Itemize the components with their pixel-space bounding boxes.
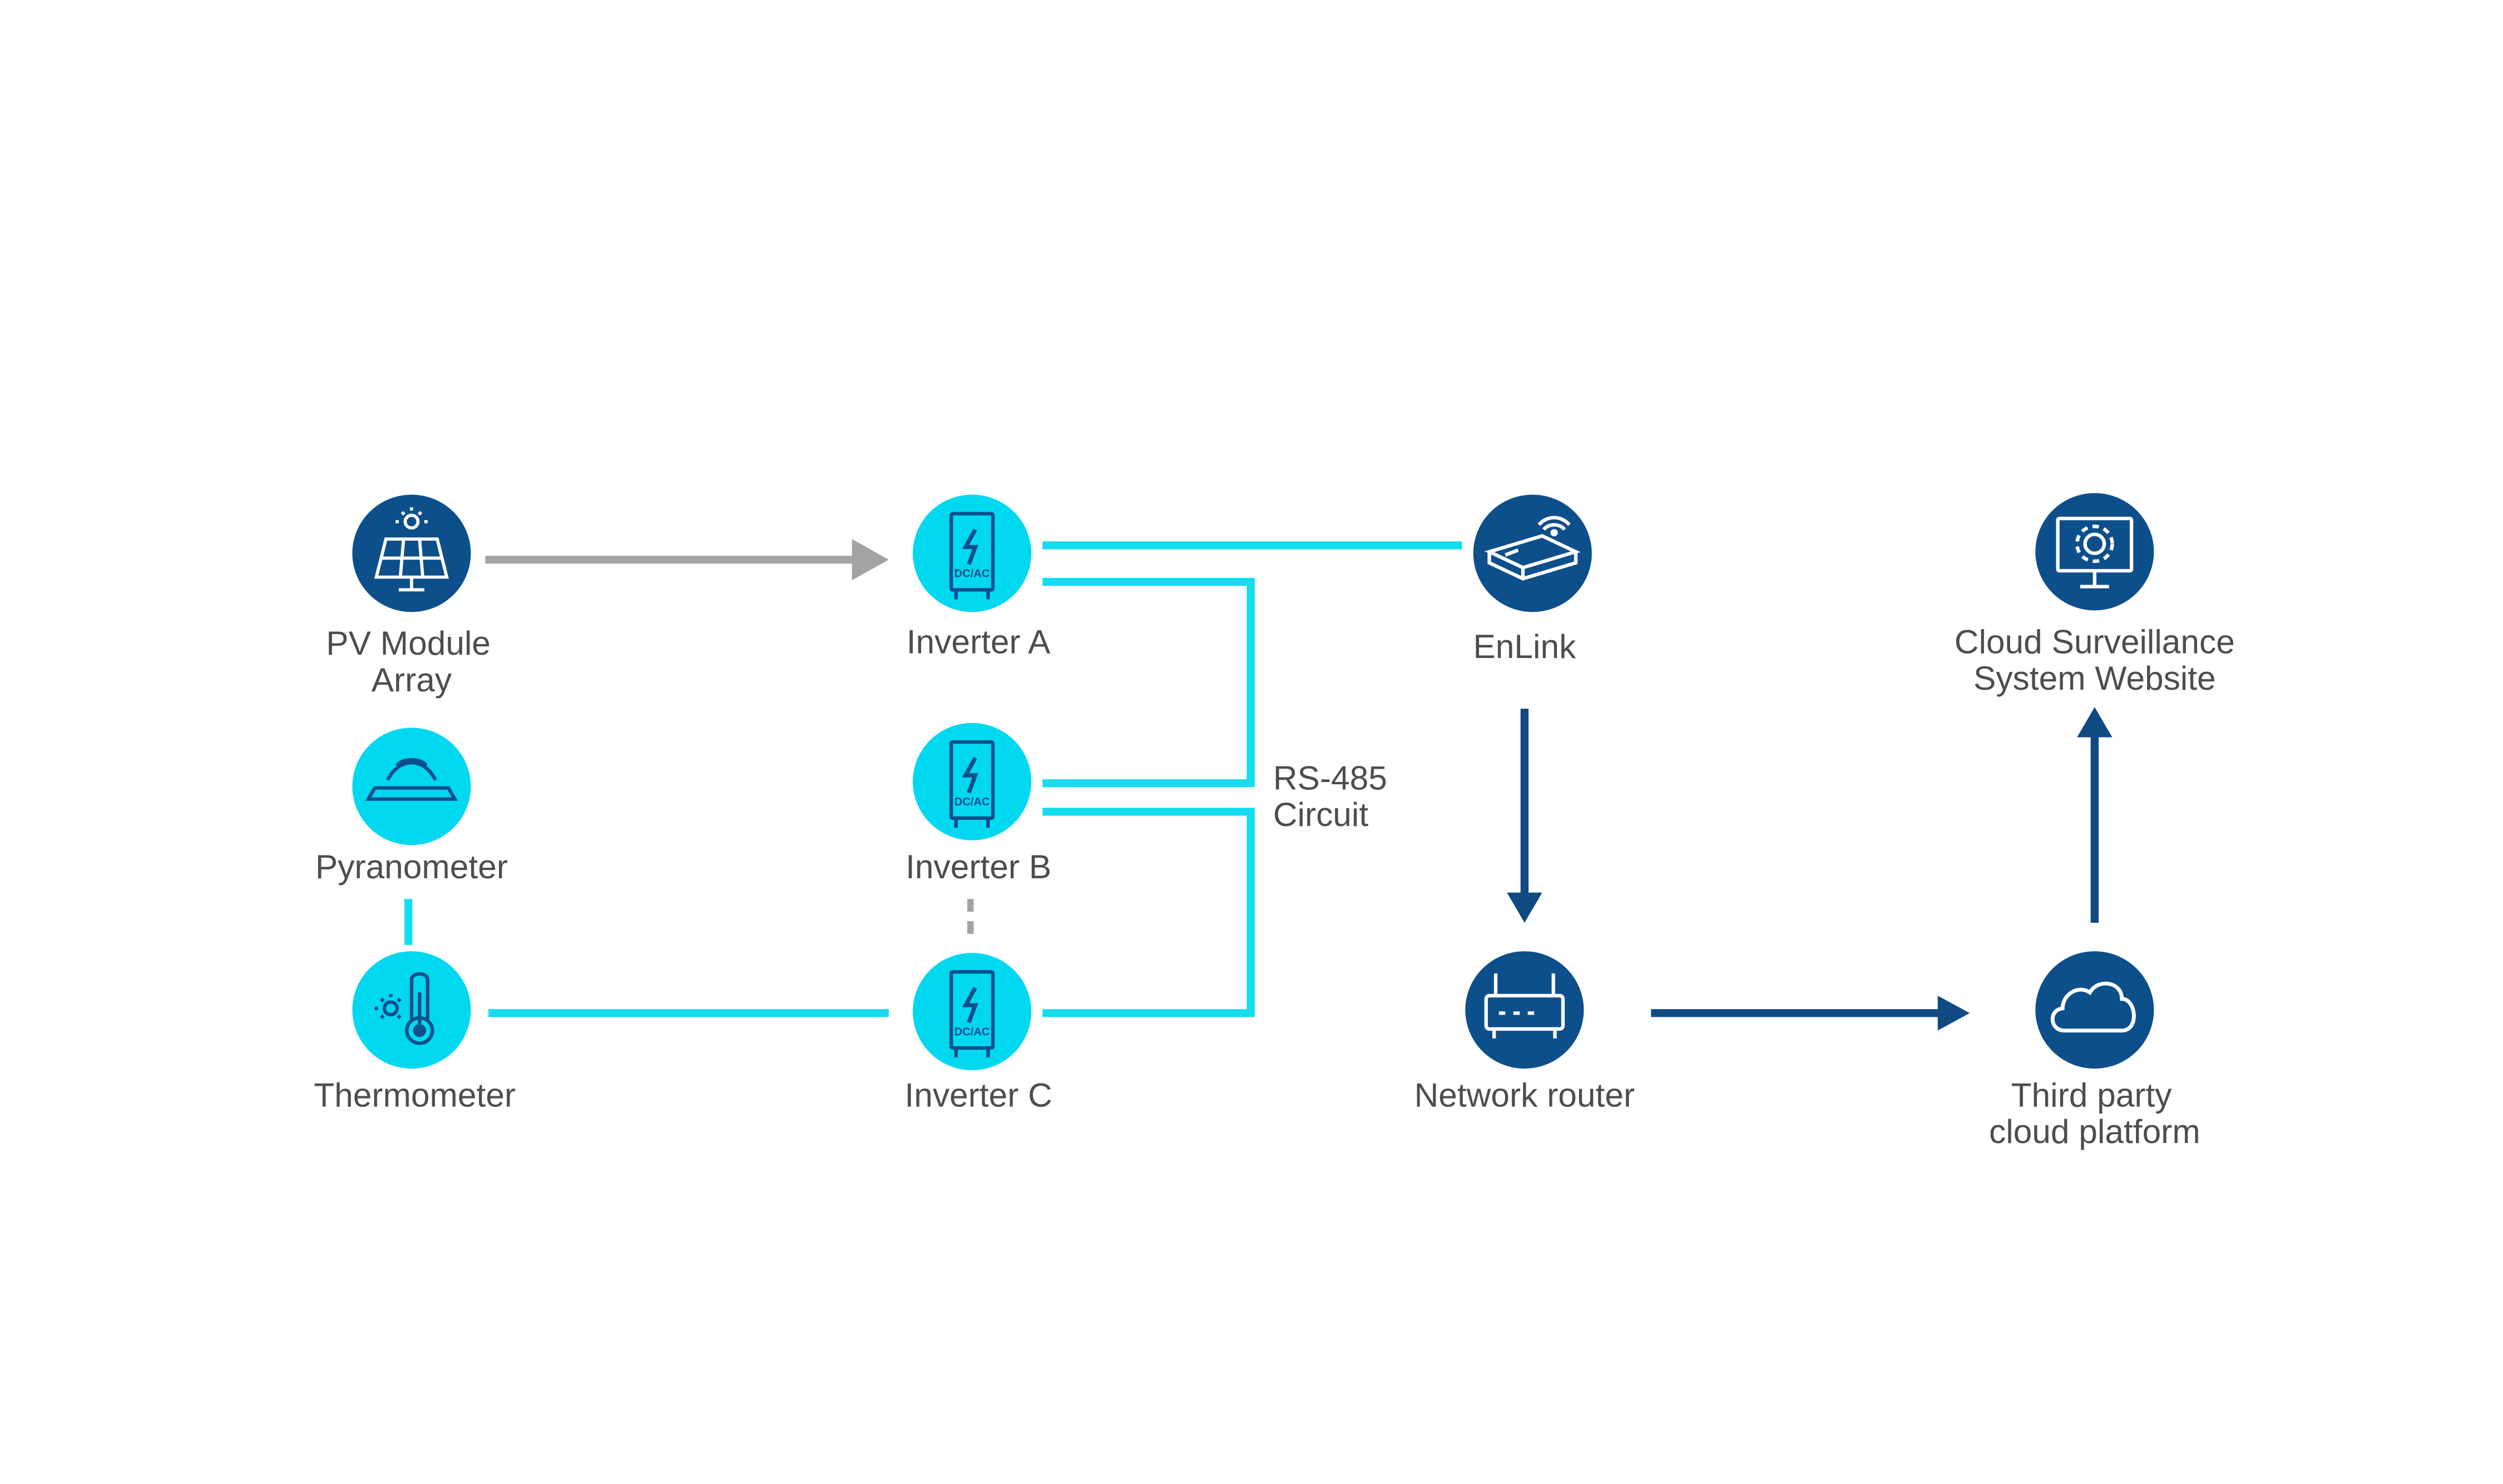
rs485-bus-lines [1042, 577, 1255, 1017]
thermometer-label: Thermometer [314, 1077, 516, 1114]
network-router-label: Network router [1414, 1077, 1635, 1114]
website-node [2035, 493, 2154, 611]
inverter-icon: DC/AC [949, 970, 995, 1058]
inverter-icon: DC/AC [949, 740, 995, 828]
pv-label-line2: Array [372, 661, 452, 699]
inverter-c-badge: DC/AC [954, 1026, 990, 1038]
pyranometer-node [352, 728, 471, 845]
cloud-to-website-arrow [2077, 707, 2113, 923]
thermometer-icon [374, 972, 434, 1045]
inverter-b-node: DC/AC [913, 723, 1032, 840]
inverter-c-label: Inverter C [904, 1077, 1052, 1114]
inverter-c-node: DC/AC [913, 953, 1032, 1071]
enlink-label: EnLink [1473, 628, 1576, 665]
enlink-to-router-arrow [1507, 709, 1542, 923]
inverter-a-badge: DC/AC [954, 568, 990, 580]
pv-module-node [352, 494, 471, 612]
rs485-label-line2: Circuit [1273, 796, 1369, 833]
inverter-a-node: DC/AC [913, 494, 1032, 612]
router-to-cloud-arrow [1651, 996, 1970, 1031]
router-icon [1484, 973, 1565, 1039]
pyranometer-label: Pyranometer [315, 848, 508, 886]
inverter-b-label: Inverter B [906, 848, 1051, 886]
pyranometer-icon [365, 758, 458, 801]
rs485-label-line1: RS-485 [1273, 760, 1387, 797]
inverter-a-label: Inverter A [907, 624, 1051, 661]
pv-to-inverter-a-arrow [485, 539, 889, 581]
cloud-platform-label-line1: Third party [2011, 1077, 2172, 1114]
inverter-icon: DC/AC [949, 512, 995, 600]
website-label-line1: Cloud Surveillance [1955, 624, 2235, 661]
cloud-icon [2050, 981, 2136, 1033]
cloud-platform-label-line2: cloud platform [1989, 1113, 2200, 1150]
enlink-node [1473, 494, 1592, 612]
monitor-gear-icon [2056, 516, 2134, 588]
solar-panel-icon [374, 507, 449, 592]
network-router-node [1465, 951, 1584, 1069]
gateway-wifi-icon [1484, 516, 1581, 581]
inverter-b-badge: DC/AC [954, 796, 990, 808]
cloud-platform-node [2035, 951, 2154, 1069]
website-label-line2: System Website [1973, 660, 2216, 697]
thermometer-node [352, 951, 471, 1069]
pv-label-line1: PV Module [326, 625, 491, 662]
